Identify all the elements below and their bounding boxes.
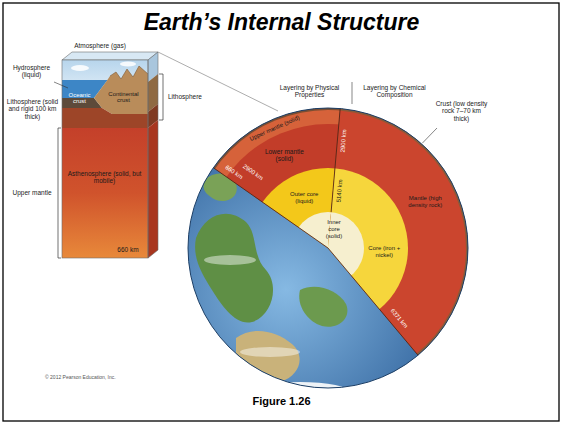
cloud xyxy=(120,62,136,67)
layer-name: Lower mantle (solid) xyxy=(262,148,306,163)
land-mass xyxy=(195,214,273,323)
bracket xyxy=(159,74,163,120)
layer-label: Upper mantle xyxy=(12,189,53,196)
layer-label: Crust (low density rock 7–70 km thick) xyxy=(436,100,488,122)
cloud xyxy=(240,347,300,357)
label-box: Atmosphere (gas) xyxy=(73,41,128,52)
title-box: Earth’s Internal Structure xyxy=(0,8,563,36)
cloud xyxy=(204,255,256,265)
layer-region: Mantle (high density rock) xyxy=(401,194,450,211)
figure-caption: Figure 1.26 xyxy=(1,395,562,408)
layer-region: Asthenosphere (solid, but mobile) xyxy=(64,169,147,187)
label-box: Layering by Chemical Composition xyxy=(359,83,432,101)
label-box: Lithosphere xyxy=(167,92,204,103)
layer-label: Hydrosphere (liquid) xyxy=(8,64,56,79)
block-outline xyxy=(148,52,158,258)
layer-region: Lower mantle (solid) xyxy=(261,147,308,165)
layer-region: Oceanic crust xyxy=(64,91,97,108)
block-side xyxy=(148,120,158,258)
lithosphere-layer xyxy=(188,108,468,388)
chemical-cut-face xyxy=(188,108,468,388)
block-outline xyxy=(62,60,148,258)
label-box: 5140 km xyxy=(334,177,346,205)
label-box: Layering by Physical Properties xyxy=(274,83,347,101)
layer-region: Outer core (liquid) xyxy=(286,190,323,207)
layer-region: Continental crust xyxy=(103,90,146,107)
label-box: Upper mantle xyxy=(11,188,54,199)
layer-name: Outer core (liquid) xyxy=(287,191,321,205)
label-box: © 2012 Pearson Education, Inc. xyxy=(44,374,118,383)
heading-label: Layering by Chemical Composition xyxy=(360,84,430,99)
layer-name: Inner core (solid) xyxy=(321,219,347,240)
dimension-label: 5140 km xyxy=(335,178,344,204)
dimension-label: 2900 km xyxy=(240,163,264,183)
block-top xyxy=(62,52,158,60)
layer-name: Asthenosphere (solid, but mobile) xyxy=(65,170,145,185)
mantle-layer xyxy=(190,110,466,386)
cut-edge xyxy=(213,168,328,248)
layer-label: Lithosphere xyxy=(168,93,203,100)
cut-edge xyxy=(328,248,418,355)
label-box: 6371 km xyxy=(386,306,411,333)
layer-label: Atmosphere (gas) xyxy=(74,42,127,49)
layer-region: Core (iron + nickel) xyxy=(364,244,405,261)
asthenosphere-band xyxy=(62,128,148,258)
crust-layer xyxy=(188,108,468,388)
label-box: 2900 km xyxy=(338,127,350,155)
leader-line xyxy=(54,82,68,88)
copyright-note: © 2012 Pearson Education, Inc. xyxy=(45,375,117,381)
bracket xyxy=(58,128,61,258)
mountain-ridge xyxy=(110,66,148,79)
lithospheric-mantle xyxy=(62,108,148,128)
layer-name: Mantle (high density rock) xyxy=(402,195,448,209)
dimension-label: 2900 km xyxy=(339,128,348,154)
zoom-line xyxy=(158,52,278,111)
dimension-label: 6371 km xyxy=(388,307,409,331)
label-box: Crust (low density rock 7–70 km thick) xyxy=(435,99,490,125)
physical-cut-face xyxy=(188,108,468,388)
leader-line xyxy=(422,128,437,143)
heading-label: Layering by Physical Properties xyxy=(275,84,345,99)
label-box: Hydrosphere (liquid) xyxy=(7,63,58,81)
upper-mantle-layer xyxy=(190,110,466,386)
caption-box: Figure 1.26 xyxy=(0,394,563,409)
crust-block xyxy=(62,52,158,258)
dimension-label: 660 km xyxy=(223,164,244,182)
label-box: Lithosphere (solid and rigid 100 km thic… xyxy=(5,97,62,123)
heading-divider xyxy=(352,82,353,104)
cloud xyxy=(71,65,89,71)
layer-name: Oceanic crust xyxy=(65,92,95,106)
layer-name: Upper mantle (solid) xyxy=(248,114,302,143)
layer-region: Inner core (solid) xyxy=(320,218,349,242)
layer-label: Lithosphere (solid and rigid 100 km thic… xyxy=(6,98,60,120)
slide-frame xyxy=(3,3,559,421)
layer-region: Upper mantle (solid) xyxy=(247,113,304,146)
dimension-label: 660 km xyxy=(117,246,140,253)
label-box: 2900 km xyxy=(238,161,266,185)
layer-name: Continental crust xyxy=(104,91,144,105)
slide-title: Earth’s Internal Structure xyxy=(1,9,562,35)
label-box: 660 km xyxy=(116,245,141,256)
globe-surface xyxy=(188,108,468,388)
land-mass xyxy=(299,287,347,327)
continental-crust-band xyxy=(94,66,148,114)
globe-outline xyxy=(188,108,468,388)
layer-name: Core (iron + nickel) xyxy=(365,245,403,259)
